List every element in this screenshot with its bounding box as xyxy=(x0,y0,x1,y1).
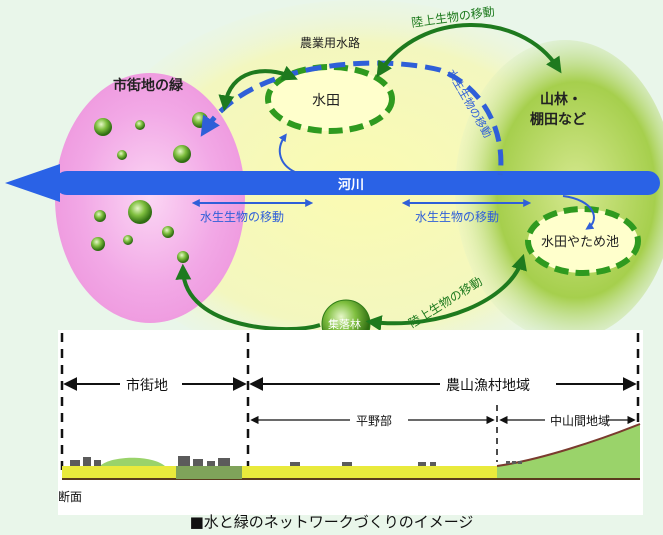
paddy-pond-label: 水田やため池 xyxy=(541,235,619,250)
village-forest-label: 集落林 xyxy=(328,317,361,331)
urban-green-zone xyxy=(55,73,245,323)
aquatic-move-right-label: 水生生物の移動 xyxy=(415,210,499,224)
urban-green-label: 市街地の緑 xyxy=(113,77,184,94)
aquatic-move-left-label: 水生生物の移動 xyxy=(200,210,284,224)
aquatic-arrows xyxy=(191,133,595,230)
river xyxy=(5,164,660,202)
river-label: 河川 xyxy=(338,177,364,193)
cross-section-panel xyxy=(58,330,643,515)
cross-section-label: 断面 xyxy=(58,489,82,504)
paddy-label: 水田 xyxy=(312,93,340,109)
terrestrial-arrows xyxy=(175,23,562,332)
rural-section-label: 農山漁村地域 xyxy=(446,378,530,394)
irrigation-channel-label: 農業用水路 xyxy=(300,35,360,50)
forest-label-line2: 棚田など xyxy=(530,111,586,128)
paddy-pond xyxy=(525,206,641,276)
plain-section-label: 平野部 xyxy=(356,413,392,428)
urban-green-dots xyxy=(91,112,208,263)
hilly-section-label: 中山間地域 xyxy=(550,413,610,428)
forest-label-line1: 山林・ xyxy=(540,91,582,108)
terrain-profile xyxy=(62,423,641,480)
irrigation-channel-arrow xyxy=(200,60,504,176)
urban-section-label: 市街地 xyxy=(126,377,168,394)
caption: ■水と緑のネットワークづくりのイメージ xyxy=(189,513,474,531)
